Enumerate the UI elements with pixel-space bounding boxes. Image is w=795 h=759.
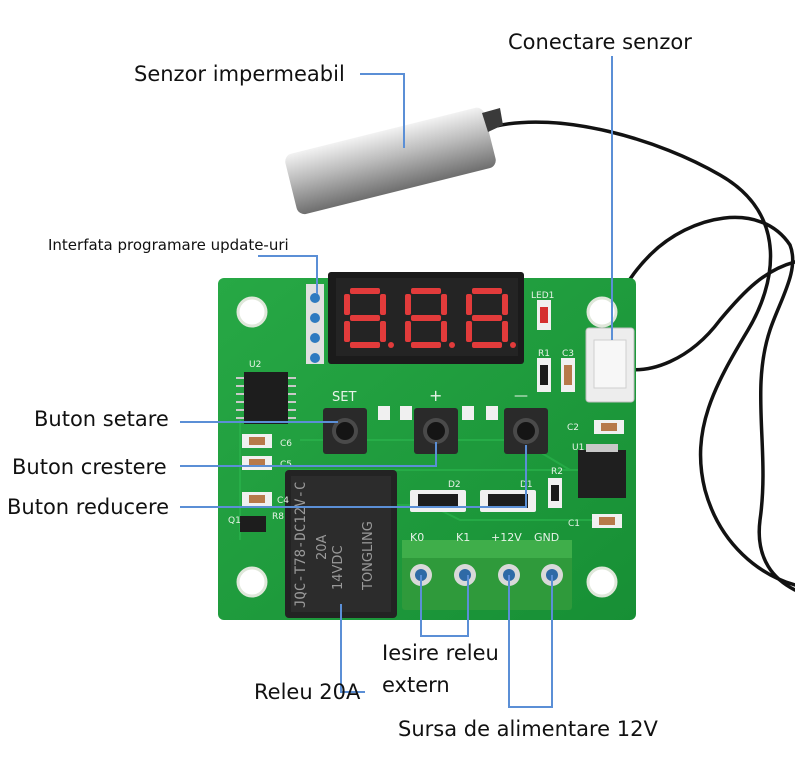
display-segment	[350, 342, 380, 348]
silk-minus: —	[514, 388, 528, 404]
relay-20a: JQC-T78-DC12V-C 20A 14VDC TONGLING	[285, 470, 397, 618]
leader-relay-output	[420, 575, 469, 637]
leader-programming	[258, 255, 318, 294]
relay-brand-text: TONGLING	[361, 521, 376, 591]
display-segment	[472, 315, 502, 321]
display-segment	[502, 321, 508, 342]
leader-lines	[180, 56, 613, 708]
silk-k1: K1	[456, 531, 470, 544]
terminal-block	[402, 540, 572, 610]
button-set[interactable]	[323, 408, 367, 454]
label-relay: Releu 20A	[254, 680, 361, 704]
silk-q1: Q1	[228, 516, 241, 526]
display-segment	[472, 342, 502, 348]
silk-r2: R2	[551, 467, 563, 477]
terminal-screw-k1[interactable]	[454, 564, 476, 586]
display-decimal-point	[510, 342, 516, 348]
display-segment	[411, 288, 441, 294]
label-relay-output-line2: extern	[382, 673, 450, 697]
waterproof-sensor-probe	[285, 107, 503, 215]
label-sensor-connector: Conectare senzor	[508, 30, 692, 54]
button-increase[interactable]	[414, 408, 458, 454]
leader-waterproof-sensor	[360, 73, 405, 148]
display-digits	[344, 288, 516, 348]
silk-c2: C2	[567, 423, 579, 433]
display-segment	[411, 342, 441, 348]
display-segment	[344, 321, 350, 342]
silk-d2: D2	[448, 480, 461, 490]
silk-led1: LED1	[531, 291, 554, 301]
label-power-supply: Sursa de alimentare 12V	[398, 717, 658, 741]
button-decrease[interactable]	[504, 408, 548, 454]
silk-gnd: GND	[534, 531, 559, 544]
silk-c4: C4	[277, 496, 289, 506]
silk-u1: U1	[572, 443, 584, 453]
display-segment	[472, 288, 502, 294]
label-programming-interface: Interfata programare update-uri	[48, 236, 289, 254]
label-relay-output-line1: Iesire releu	[382, 641, 499, 665]
display-segment	[441, 294, 447, 315]
sensor-connector	[585, 327, 635, 403]
chip-u2	[236, 372, 296, 424]
relay-rating-2: 14VDC	[331, 545, 346, 590]
leader-relay	[340, 604, 365, 693]
display-segment	[350, 288, 380, 294]
display-segment	[502, 294, 508, 315]
leader-decrease-button	[180, 445, 527, 508]
silk-c1: C1	[568, 519, 580, 529]
display-segment	[380, 294, 386, 315]
silk-r1: R1	[538, 349, 550, 359]
display-segment	[411, 315, 441, 321]
display-segment	[441, 321, 447, 342]
programming-header	[306, 284, 324, 364]
label-decrease-button: Buton reducere	[7, 495, 170, 519]
regulator-u1	[578, 444, 626, 498]
label-set-button: Buton setare	[34, 407, 169, 431]
sensor-cable	[490, 120, 795, 592]
silk-r8: R8	[272, 512, 284, 522]
relay-rating-1: 20A	[315, 534, 330, 560]
led-display	[328, 272, 524, 364]
display-decimal-point	[388, 342, 394, 348]
display-segment	[344, 294, 350, 315]
label-waterproof-sensor: Senzor impermeabil	[134, 62, 345, 86]
silk-k0: K0	[410, 531, 424, 544]
display-decimal-point	[449, 342, 455, 348]
display-segment	[466, 321, 472, 342]
mounting-holes	[236, 296, 618, 598]
display-segment	[350, 315, 380, 321]
leader-power-supply	[508, 575, 553, 708]
leader-increase-button	[180, 442, 437, 467]
silk-c3: C3	[562, 349, 574, 359]
display-segment	[405, 294, 411, 315]
display-segment	[466, 294, 472, 315]
silk-c6: C6	[280, 439, 292, 449]
relay-model-text: JQC-T78-DC12V-C	[293, 482, 309, 608]
label-increase-button: Buton crestere	[12, 455, 167, 479]
silk-12v: +12V	[491, 531, 522, 544]
silk-u2: U2	[249, 360, 261, 370]
silk-set: SET	[332, 390, 356, 405]
display-segment	[405, 321, 411, 342]
display-segment	[380, 321, 386, 342]
thermostat-board: JQC-T78-DC12V-C 20A 14VDC TONGLING SET +…	[218, 272, 636, 620]
silk-plus: +	[429, 386, 442, 405]
